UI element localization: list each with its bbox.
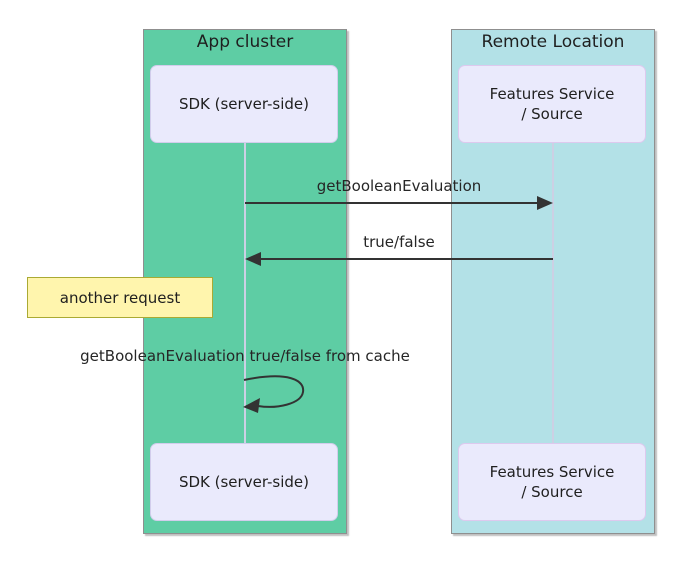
actor-sdk-top-label: SDK (server-side) xyxy=(178,95,310,113)
message-label-getbooleanevaluation: getBooleanEvaluation xyxy=(316,177,482,195)
actor-sdk-top: SDK (server-side) xyxy=(150,65,338,143)
message-label-true-false: true/false xyxy=(363,233,435,251)
actor-features-top: Features Service / Source xyxy=(458,65,646,143)
note-another-request: another request xyxy=(27,277,213,318)
lifeline-sdk xyxy=(244,143,246,443)
actor-features-top-line2: / Source xyxy=(521,105,583,123)
lifeline-features-service xyxy=(552,143,554,443)
message-label-from-cache: getBooleanEvaluation true/false from cac… xyxy=(80,347,410,365)
actor-features-top-line1: Features Service xyxy=(489,85,615,103)
actor-sdk-bottom-label: SDK (server-side) xyxy=(178,473,310,491)
actor-sdk-bottom: SDK (server-side) xyxy=(150,443,338,521)
container-title-remote-location: Remote Location xyxy=(481,32,625,52)
container-title-app-cluster: App cluster xyxy=(196,32,294,52)
actor-features-bottom-line1: Features Service xyxy=(489,463,615,481)
actor-features-bottom-line2: / Source xyxy=(521,483,583,501)
actor-features-bottom: Features Service / Source xyxy=(458,443,646,521)
note-text: another request xyxy=(59,288,181,307)
